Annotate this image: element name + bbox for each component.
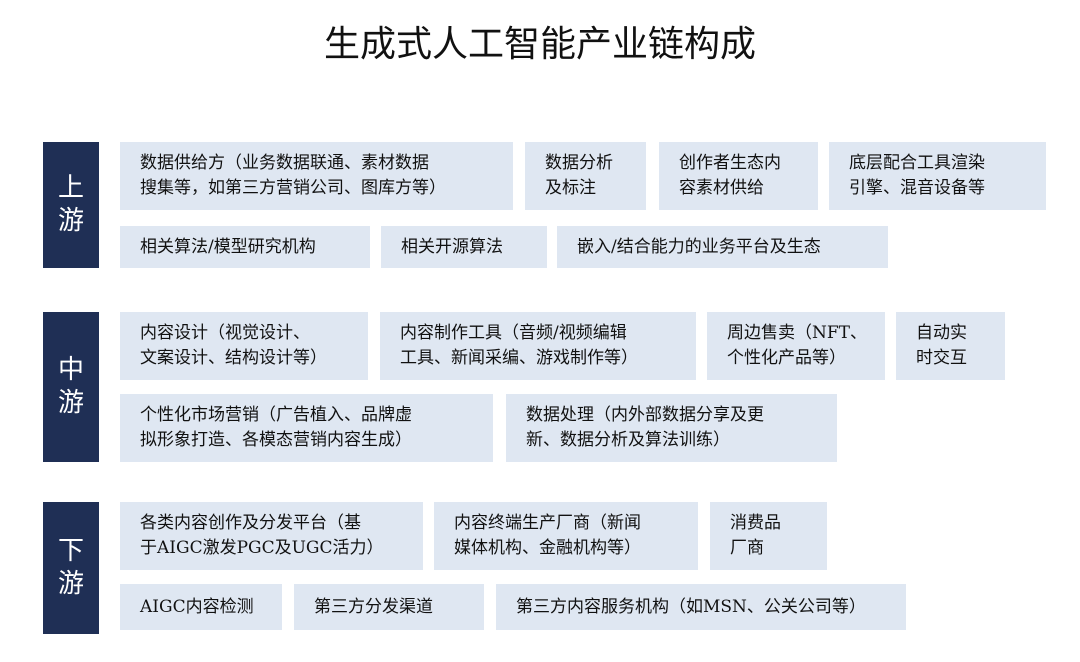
section-label-upstream: 上游 [43,142,99,268]
downstream-box-distribution-platforms: 各类内容创作及分发平台（基 于AIGC激发PGC及UGC活力） [120,502,423,570]
downstream-box-terminal-producers: 内容终端生产厂商（新闻 媒体机构、金融机构等） [434,502,698,570]
section-label-text: 下游 [57,536,84,599]
downstream-box-consumer-goods: 消费品 厂商 [710,502,827,570]
upstream-box-creator-ecosystem: 创作者生态内 容素材供给 [659,142,818,210]
midstream-box-content-design: 内容设计（视觉设计、 文案设计、结构设计等） [120,312,368,380]
midstream-box-marketing: 个性化市场营销（广告植入、品牌虚 拟形象打造、各模态营销内容生成） [120,394,493,462]
midstream-box-realtime-interaction: 自动实 时交互 [896,312,1005,380]
midstream-box-production-tools: 内容制作工具（音频/视频编辑 工具、新闻采编、游戏制作等） [380,312,696,380]
upstream-box-data-supply: 数据供给方（业务数据联通、素材数据 搜集等，如第三方营销公司、图库方等） [120,142,513,210]
page-title: 生成式人工智能产业链构成 [323,24,756,65]
upstream-box-algorithm-research: 相关算法/模型研究机构 [120,226,370,268]
upstream-box-business-platform: 嵌入/结合能力的业务平台及生态 [557,226,888,268]
section-label-downstream: 下游 [43,502,99,634]
upstream-box-open-source: 相关开源算法 [381,226,547,268]
section-label-text: 中游 [57,355,84,418]
downstream-box-aigc-detection: AIGC内容检测 [120,584,282,630]
downstream-box-third-party-channels: 第三方分发渠道 [294,584,484,630]
midstream-box-data-processing: 数据处理（内外部数据分享及更 新、数据分析及算法训练） [506,394,837,462]
upstream-box-data-annotation: 数据分析 及标注 [525,142,646,210]
section-label-midstream: 中游 [43,312,99,462]
downstream-box-third-party-services: 第三方内容服务机构（如MSN、公关公司等） [496,584,906,630]
section-label-text: 上游 [57,173,84,236]
upstream-box-tools: 底层配合工具渲染 引擎、混音设备等 [829,142,1046,210]
midstream-box-merchandise: 周边售卖（NFT、 个性化产品等） [707,312,885,380]
